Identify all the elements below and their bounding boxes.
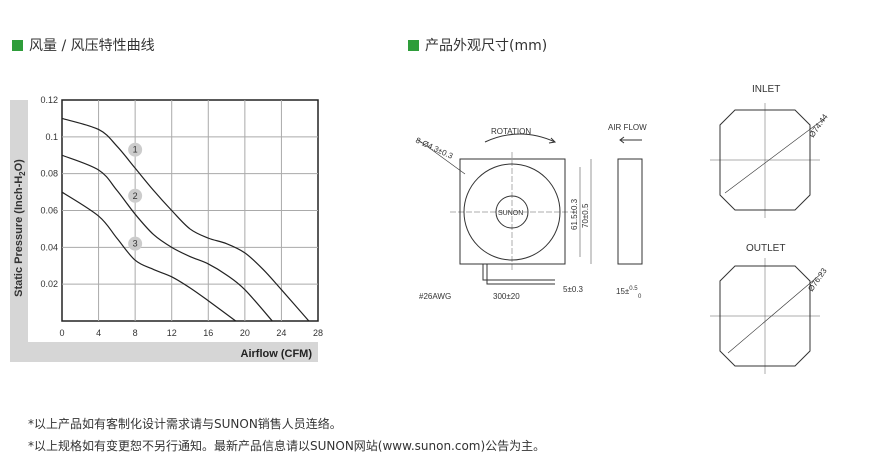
curve-marker: [128, 236, 143, 251]
x-axis-title: Airflow (CFM): [241, 348, 313, 360]
y-tick-label: 0.06: [40, 206, 58, 216]
thickness-label: 15±0.5: [616, 286, 638, 296]
curve-marker-label: 1: [133, 145, 138, 155]
side-view: AIR FLOW 15±0.5 0: [608, 123, 647, 300]
x-tick-label: 28: [313, 328, 323, 338]
note-customization: *以上产品如有客制化设计需求请与SUNON销售人员连络。: [28, 417, 342, 431]
x-tick-label: 20: [240, 328, 250, 338]
outlet-label: OUTLET: [746, 243, 785, 254]
inlet-outlet-drawings: INLET Ø74.44 OUTLET Ø76.23: [710, 84, 830, 374]
outlet-diameter: Ø76.23: [806, 266, 829, 293]
brand-label: SUNON: [498, 210, 523, 217]
note-spec-change: *以上规格如有变更恕不另行通知。最新产品信息请以SUNON网站(www.suno…: [28, 439, 546, 453]
y-tick-label: 0.08: [40, 169, 58, 179]
dimension-section-title: 产品外观尺寸(mm): [408, 35, 547, 55]
lead-length: 300±20: [493, 292, 520, 301]
curve-marker-label: 3: [133, 239, 138, 249]
thickness-tolerance-low: 0: [638, 294, 642, 300]
airflow-label: AIR FLOW: [608, 123, 647, 132]
curve-2: [61, 154, 273, 322]
outer-dimension: 70±0.5: [581, 203, 590, 228]
curve-marker: [128, 142, 143, 157]
y-tick-label: 0.04: [40, 242, 58, 252]
y-axis-title: Static Pressure (Inch-H2O): [13, 159, 27, 297]
x-tick-label: 8: [133, 328, 138, 338]
green-square-icon: [408, 39, 419, 51]
chart-section-title: 风量 / 风压特性曲线: [12, 35, 155, 55]
dimension-section-label: 产品外观尺寸(mm): [425, 38, 548, 54]
inner-dimension: 61.5±0.3: [570, 198, 579, 230]
strip-length: 5±0.3: [563, 285, 584, 294]
green-square-icon: [12, 39, 23, 51]
x-tick-label: 12: [167, 328, 177, 338]
x-tick-label: 0: [59, 328, 64, 338]
curve-marker-label: 2: [133, 191, 138, 201]
y-tick-label: 0.1: [45, 132, 58, 142]
inlet-diameter: Ø74.44: [807, 112, 830, 139]
curve-marker: [128, 188, 143, 203]
fan-drawing: ROTATION 8-Ø4.3±0.3 SUNON 61.5±0.3 70±0.…: [414, 127, 592, 301]
curve-3: [61, 191, 237, 322]
rotation-label: ROTATION: [491, 127, 531, 136]
curve-1: [61, 117, 310, 322]
wire-label: #26AWG: [419, 292, 451, 301]
x-tick-label: 4: [96, 328, 101, 338]
x-tick-label: 24: [276, 328, 286, 338]
inlet-label: INLET: [752, 84, 780, 95]
y-tick-label: 0.12: [40, 95, 58, 105]
hole-label: 8-Ø4.3±0.3: [414, 136, 455, 161]
chart-section-label: 风量 / 风压特性曲线: [29, 38, 155, 54]
x-tick-label: 16: [203, 328, 213, 338]
y-tick-label: 0.02: [40, 279, 58, 289]
